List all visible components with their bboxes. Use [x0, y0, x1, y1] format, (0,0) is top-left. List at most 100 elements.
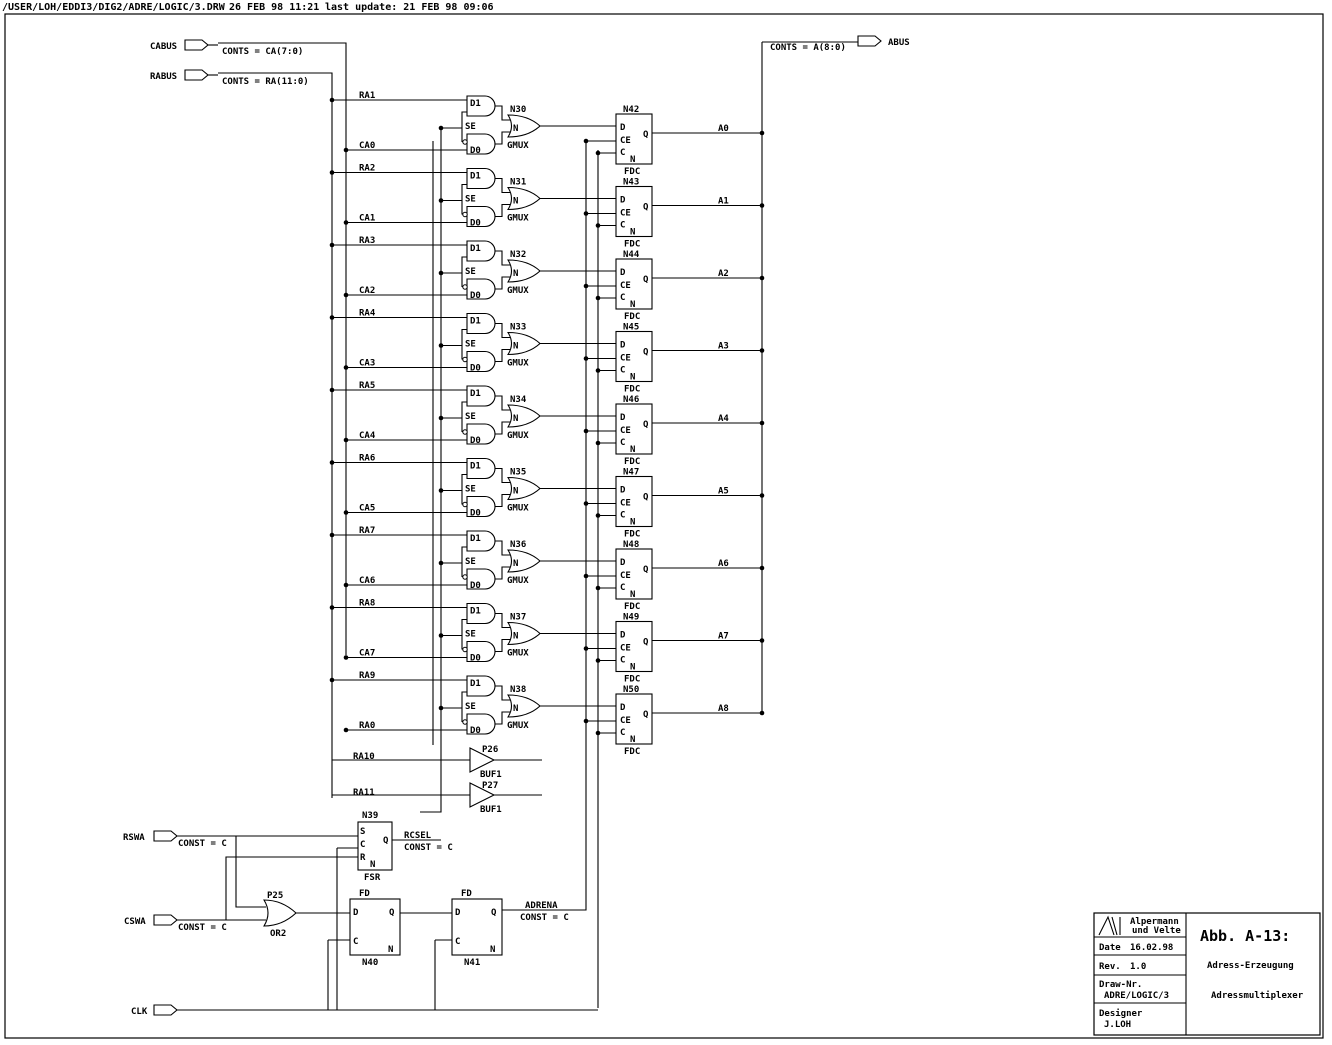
mux-name: N33	[510, 323, 526, 333]
ra-net-label: RA8	[359, 599, 375, 609]
fdc-d-pin: D	[620, 413, 626, 423]
mux-n-pin: N	[513, 342, 518, 352]
fdc-name: N48	[623, 540, 639, 550]
invert-bubble	[462, 574, 468, 580]
fdc-c-pin: C	[620, 438, 625, 448]
fdc-ctrl-wires	[586, 430, 616, 444]
mux-and-upper	[466, 457, 496, 480]
fdc-box	[615, 330, 653, 383]
mux-and-upper	[466, 602, 496, 625]
fdc-c-pin: C	[620, 293, 625, 303]
fdc-ce-pin: CE	[620, 644, 631, 654]
fd1-n-pin: N	[388, 945, 393, 955]
ca-junction	[343, 582, 349, 588]
fd2-n-pin: N	[490, 945, 495, 955]
ca-net-label: CA3	[359, 359, 375, 369]
select-wire	[441, 691, 467, 722]
mux-internal-wires	[495, 612, 510, 653]
a-net-label: A7	[718, 632, 729, 642]
select-wire	[441, 256, 467, 287]
fd1-d-pin: D	[353, 908, 359, 918]
mux-d0-pin: D0	[470, 581, 481, 591]
ca-junction	[343, 147, 349, 153]
fdc-type: FDC	[624, 385, 640, 395]
header-last-update: last update: 21 FEB 98 09:06	[325, 2, 494, 13]
fdc-d-pin: D	[620, 558, 626, 568]
a-net-label: A0	[718, 124, 729, 134]
abus-junction	[759, 710, 765, 716]
fsr-name: N39	[362, 811, 378, 821]
fdc-ce-pin: CE	[620, 499, 631, 509]
cswa-const: CONST = C	[178, 923, 227, 933]
buffer-p26-net: RA10	[353, 752, 375, 762]
or-gate-type: OR2	[270, 929, 286, 939]
mux-name: N34	[510, 395, 527, 405]
buffer-p27: P27 BUF1 RA11	[353, 781, 502, 815]
mux-d0-pin: D0	[470, 219, 481, 229]
mux-n-pin: N	[513, 414, 518, 424]
mux-or-gate	[506, 549, 541, 573]
mux-n-pin: N	[513, 197, 518, 207]
ra-junction	[329, 460, 335, 465]
fdc-q-pin: Q	[643, 420, 649, 430]
designer-label: Designer	[1099, 1008, 1143, 1019]
mux-and-lower	[466, 278, 496, 300]
fdc-type: FDC	[624, 530, 640, 540]
fdc-ctrl-wires	[586, 502, 616, 517]
fdc-q-pin: Q	[643, 493, 649, 503]
mux-d1-pin: D1	[470, 99, 481, 109]
abus-junction	[759, 275, 765, 281]
fdc-c-pin: C	[620, 656, 625, 666]
ca-net-label: CA7	[359, 649, 375, 659]
sheet-border	[4, 13, 1324, 1039]
fdc-n-pin: N	[630, 445, 635, 455]
fd2-name: N41	[464, 958, 480, 968]
mux-or-gate	[506, 476, 541, 501]
fdc-n-pin: N	[630, 663, 635, 673]
figure-label: Abb. A-13:	[1200, 927, 1290, 945]
fsr-type: FSR	[364, 873, 381, 883]
ca-junction	[343, 727, 349, 733]
mux-and-lower	[466, 495, 496, 518]
fdc-type: FDC	[624, 457, 640, 467]
fd-n41: FD D Q C N N41 ADRENA CONST = C	[451, 889, 586, 968]
buffer-p27-net: RA11	[353, 788, 375, 798]
date-label: Date	[1099, 943, 1121, 953]
fdc-box	[615, 620, 653, 673]
rcsel-label: RCSEL	[404, 831, 432, 841]
fdc-n-pin: N	[630, 228, 635, 238]
drawnr-label: Draw-Nr.	[1099, 980, 1142, 990]
mux-internal-wires	[495, 540, 510, 580]
mux-name: N37	[510, 613, 526, 623]
fdc-ce-pin: CE	[620, 281, 631, 291]
ra-net-label: RA3	[359, 236, 375, 246]
invert-bubble	[462, 429, 468, 435]
abus-junction	[759, 130, 765, 136]
abus-port-label: ABUS	[888, 38, 910, 48]
mux-type: GMUX	[507, 286, 529, 296]
fdc-q-pin: Q	[643, 638, 649, 648]
ca-junction	[343, 510, 349, 515]
fdc-name: N45	[623, 323, 639, 333]
mux-n-pin: N	[513, 269, 518, 279]
a-net-label: A2	[718, 269, 729, 279]
mux-and-lower	[466, 350, 496, 373]
select-wire	[441, 546, 467, 577]
ca-net-label: CA1	[359, 214, 375, 224]
mux-and-lower	[466, 133, 496, 155]
ra-net-label: RA2	[359, 164, 375, 174]
mux-d1-pin: D1	[470, 679, 481, 689]
control-wiring	[332, 128, 599, 1008]
mux-d0-pin: D0	[470, 726, 481, 736]
mux-or-gate	[506, 331, 541, 356]
mux-and-upper	[466, 530, 496, 552]
adrena-const: CONST = C	[520, 913, 569, 923]
ca-net-label: CA0	[359, 141, 375, 151]
fdc-q-pin: Q	[643, 348, 649, 358]
cabus-port-label: CABUS	[150, 42, 177, 52]
fd1-title: FD	[359, 889, 370, 899]
fdc-name: N47	[623, 468, 639, 478]
fdc-d-pin: D	[620, 341, 626, 351]
mux-d0-pin: D0	[470, 654, 481, 664]
